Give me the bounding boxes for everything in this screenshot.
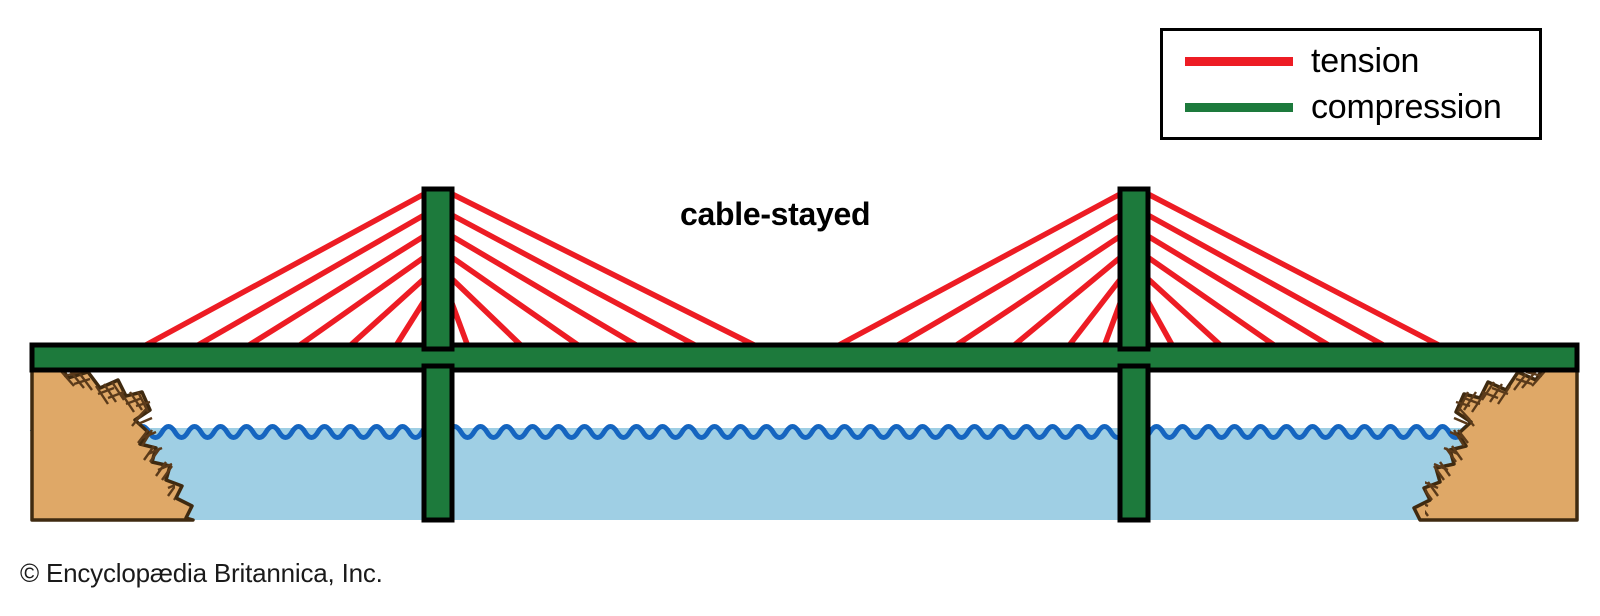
- stay-cables: [131, 190, 1454, 355]
- tower-right-lower-overlay: [1117, 363, 1151, 523]
- legend: tension compression: [1160, 28, 1542, 140]
- bridge-deck: [29, 342, 1580, 373]
- cable-group-right-tower-fore: [1143, 190, 1454, 355]
- tower-right-upper-overlay: [1117, 186, 1151, 352]
- tower-left-lower-overlay: [421, 363, 455, 523]
- copyright-credit: © Encyclopædia Britannica, Inc.: [20, 558, 383, 588]
- legend-label-compression: compression: [1311, 88, 1502, 126]
- legend-item-tension: tension: [1185, 38, 1539, 84]
- water-body: [29, 424, 1577, 520]
- left-bank: [30, 366, 195, 522]
- red-line-swatch: [1185, 56, 1293, 66]
- green-line-swatch: [1185, 102, 1293, 112]
- tower-left-upper-overlay: [421, 186, 455, 352]
- legend-item-compression: compression: [1185, 84, 1539, 130]
- cable-group-right-tower-back: [824, 190, 1125, 355]
- right-bank: [1412, 366, 1579, 522]
- diagram-title: cable-stayed: [680, 196, 871, 232]
- legend-label-tension: tension: [1311, 42, 1420, 80]
- right-bank-hatching: [1425, 369, 1547, 517]
- left-bank-hatching: [59, 369, 175, 501]
- wave-line: [29, 424, 1569, 440]
- cable-group-left-tower-back: [131, 190, 429, 355]
